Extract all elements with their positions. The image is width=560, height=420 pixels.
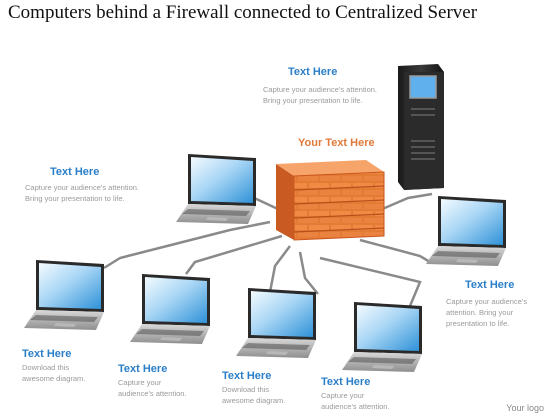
text-block-server: Text Here — [288, 66, 338, 78]
firewall-label: Your Text Here — [298, 137, 375, 149]
text-block-server-body: Capture your audience's attention. Bring… — [263, 85, 378, 105]
text-block-bottom-3: Text Here Download this awesome diagram. — [222, 370, 286, 405]
firewall-bricks — [276, 160, 385, 241]
text-block-left-body: Capture your audience's attention. Bring… — [25, 183, 140, 203]
text-block-bottom-1: Text Here Download this awesome diagram. — [22, 348, 86, 383]
laptop-top — [176, 154, 256, 224]
laptop-2 — [130, 274, 210, 344]
text-block-bottom-2: Text Here Capture your audience's attent… — [118, 363, 187, 398]
diagram-title: Computers behind a Firewall connected to… — [8, 2, 478, 23]
text-block-right-body: Capture your audience's attention. Bring… — [446, 297, 528, 328]
text-block-bottom-4: Text Here Capture your audience's attent… — [321, 376, 390, 411]
logo-text: Your logo — [506, 403, 544, 413]
text-block-left: Text Here — [50, 166, 100, 178]
laptop-3 — [236, 288, 316, 358]
text-block-right: Text Here — [465, 279, 515, 291]
laptop-4 — [342, 302, 422, 372]
network-cables — [103, 192, 433, 307]
laptop-1 — [24, 260, 104, 330]
laptop-right — [426, 196, 506, 266]
server-tower — [398, 64, 444, 190]
